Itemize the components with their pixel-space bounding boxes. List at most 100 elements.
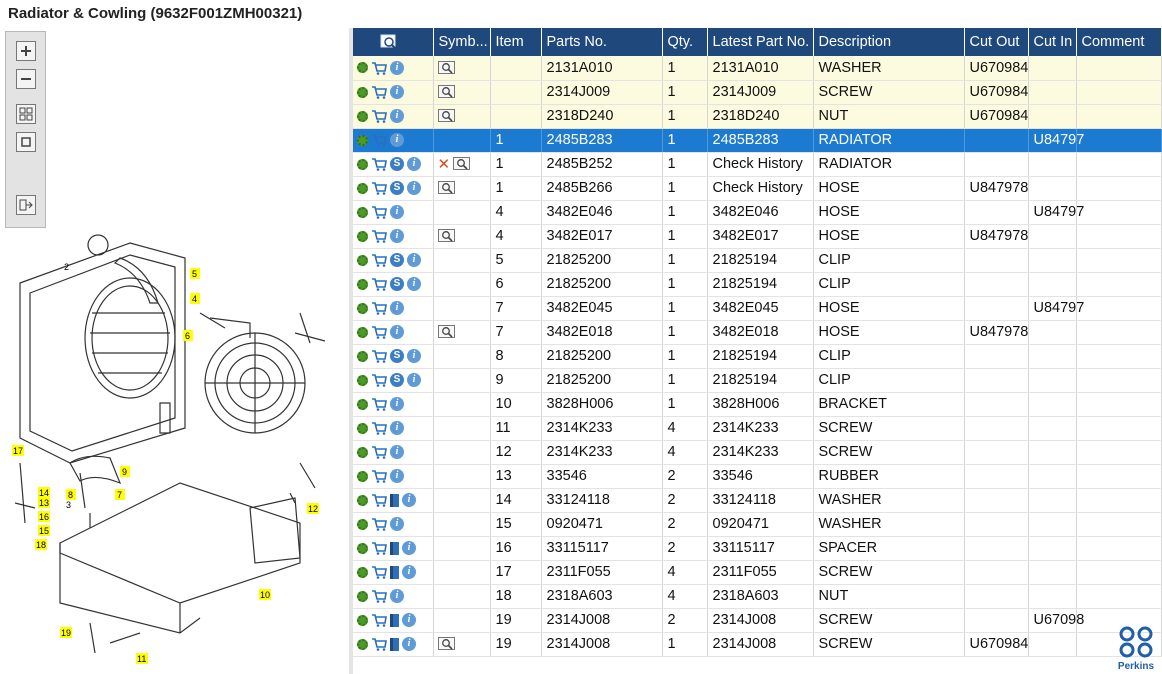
configure-icon[interactable] [357,62,368,74]
callout-label[interactable]: 19 [61,628,71,638]
configure-icon[interactable] [357,566,368,578]
configure-icon[interactable] [357,350,368,362]
panel-splitter[interactable] [349,28,353,674]
column-header-symbols[interactable]: Symb... [433,28,491,56]
column-header-cut-out[interactable]: Cut Out [964,28,1029,56]
view-drawing-icon[interactable] [453,157,471,171]
callout-label[interactable]: 4 [192,294,197,304]
view-drawing-icon[interactable] [437,60,456,75]
configure-icon[interactable] [357,638,368,650]
cart-icon[interactable] [371,493,387,507]
fit-all-button[interactable] [16,104,36,124]
cart-icon[interactable] [371,157,387,171]
callout-label[interactable]: 8 [68,490,73,500]
configure-icon[interactable] [357,302,368,314]
info-icon[interactable]: i [390,589,404,604]
configure-icon[interactable] [357,422,368,434]
configure-icon[interactable] [357,158,368,170]
info-icon[interactable]: i [402,637,416,652]
configure-icon[interactable] [357,110,368,122]
configure-icon[interactable] [357,374,368,386]
supersession-icon[interactable]: S [390,157,404,172]
zoom-in-button[interactable] [16,41,36,61]
configure-icon[interactable] [357,326,368,338]
configure-icon[interactable] [357,398,368,410]
callout-label[interactable]: 11 [137,654,146,664]
supersession-icon[interactable]: S [390,277,404,292]
cart-icon[interactable] [371,613,387,627]
view-drawing-icon[interactable] [437,325,456,339]
cart-icon[interactable] [371,445,387,459]
info-icon[interactable]: i [390,397,404,412]
configure-icon[interactable] [357,590,368,602]
manual-icon[interactable] [390,565,399,579]
callout-label[interactable]: 16 [39,512,49,522]
cart-icon[interactable] [371,541,387,555]
configure-icon[interactable] [357,446,368,458]
cart-icon[interactable] [371,517,387,531]
callout-label[interactable]: 14 [39,488,49,498]
manual-icon[interactable] [390,541,399,555]
configure-icon[interactable] [357,470,368,482]
callout-label[interactable]: 2 [64,262,69,272]
callout-label[interactable]: 13 [39,498,49,508]
info-icon[interactable]: i [390,517,404,532]
info-icon[interactable]: i [390,469,404,484]
column-header-qty[interactable]: Qty. [662,28,708,56]
cart-icon[interactable] [371,589,387,603]
info-icon[interactable]: i [390,301,404,316]
cart-icon[interactable] [371,277,387,291]
view-drawing-icon[interactable] [437,229,456,243]
info-icon[interactable]: i [407,181,421,196]
cart-icon[interactable] [371,61,387,75]
configure-icon[interactable] [357,494,368,506]
callout-label[interactable]: 7 [117,490,122,500]
cart-icon[interactable] [371,85,387,99]
cart-icon[interactable] [371,349,387,363]
callout-label[interactable]: 15 [39,526,49,536]
info-icon[interactable]: i [390,421,404,436]
view-drawing-icon[interactable] [437,637,456,651]
info-icon[interactable]: i [390,60,404,75]
view-drawing-icon[interactable] [437,181,456,195]
configure-icon[interactable] [357,230,368,242]
info-icon[interactable]: i [407,157,421,172]
info-icon[interactable]: i [402,565,416,580]
supersession-icon[interactable]: S [390,181,404,196]
configure-icon[interactable] [357,518,368,530]
callout-label[interactable]: 12 [308,504,318,514]
cart-icon[interactable] [371,229,387,243]
view-drawing-icon[interactable] [437,85,456,99]
cart-icon[interactable] [371,373,387,387]
supersession-icon[interactable]: S [390,373,404,388]
cart-icon[interactable] [371,469,387,483]
cart-icon[interactable] [371,325,387,339]
callout-label[interactable]: 10 [260,590,270,600]
cart-icon[interactable] [371,637,387,651]
cart-icon[interactable] [371,109,387,123]
manual-icon[interactable] [390,493,399,507]
manual-icon[interactable] [390,637,399,651]
info-icon[interactable]: i [390,229,404,244]
configure-icon[interactable] [357,86,368,98]
info-icon[interactable]: i [390,205,404,220]
configure-icon[interactable] [357,206,368,218]
callout-label[interactable]: 17 [13,446,23,456]
cart-icon[interactable] [371,565,387,579]
callout-label[interactable]: 3 [66,500,71,510]
